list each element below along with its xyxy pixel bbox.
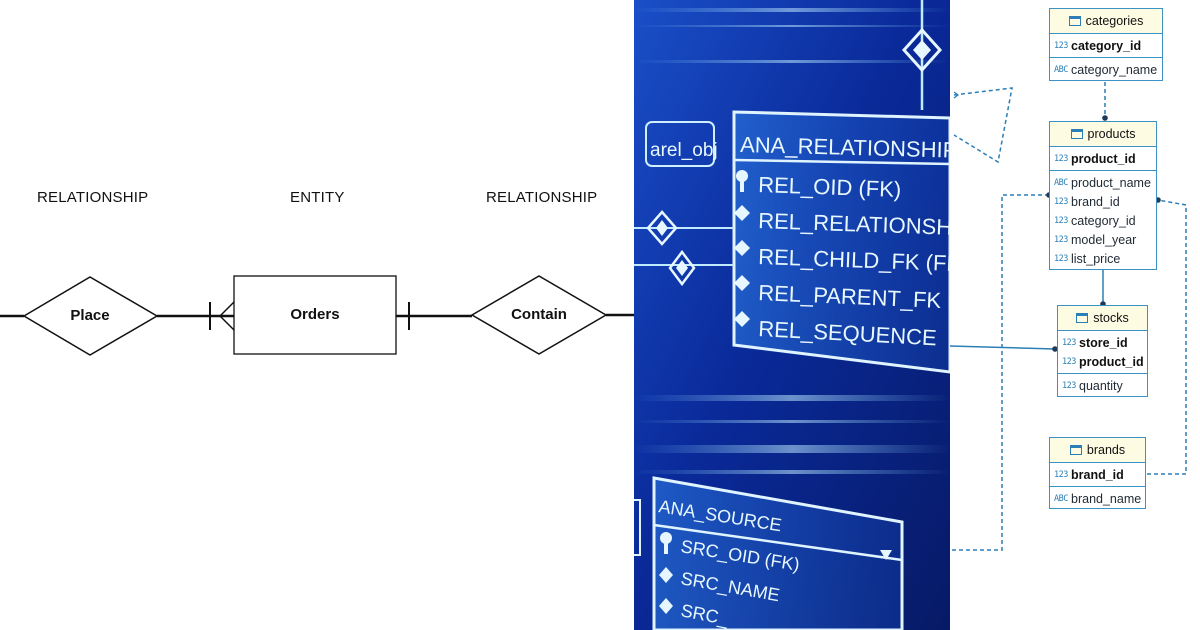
photo-side-label: arel_obj xyxy=(650,140,718,161)
fk-products-left xyxy=(950,194,1049,551)
crowfoot-lower xyxy=(219,315,235,331)
table-categories-title: categories xyxy=(1085,14,1144,28)
table-brands-title: brands xyxy=(1086,443,1126,457)
column-name: product_name xyxy=(1071,175,1151,190)
numeric-key-icon: 123 xyxy=(1054,40,1068,51)
numeric-key-icon: 123 xyxy=(1062,337,1076,348)
column-name: model_year xyxy=(1071,232,1137,247)
column-name: category_id xyxy=(1071,213,1136,228)
numeric-key-icon: 123 xyxy=(1062,356,1076,367)
column-name: store_id xyxy=(1079,335,1128,350)
table-products-title: products xyxy=(1087,127,1136,141)
numeric-key-icon: 123 xyxy=(1054,153,1068,164)
column-name: brand_id xyxy=(1071,467,1124,482)
column-row[interactable]: 123 category_id xyxy=(1050,36,1162,55)
table-icon xyxy=(1070,129,1083,139)
header-relationship-left: RELATIONSHIP xyxy=(37,189,149,206)
schema-diagram-panel: categories 123 category_id ABC category_… xyxy=(950,0,1200,630)
photo-top-field-1: REL_OID (FK) xyxy=(758,172,902,202)
table-icon xyxy=(1069,445,1082,455)
table-stocks-title: stocks xyxy=(1093,311,1129,325)
column-row[interactable]: ABC brand_name xyxy=(1050,486,1145,508)
numeric-key-icon: 123 xyxy=(1054,469,1068,480)
contain-label: Contain xyxy=(511,306,567,323)
column-row[interactable]: 123 category_id xyxy=(1050,211,1156,230)
column-row[interactable]: ABC category_name xyxy=(1050,57,1162,79)
column-name: product_id xyxy=(1071,151,1136,166)
database-screen-photo: arel_obj ANA_RELATIONSHIP REL_OID (FK) R… xyxy=(634,0,950,630)
header-relationship-right: RELATIONSHIP xyxy=(486,189,598,206)
photo-art: arel_obj ANA_RELATIONSHIP REL_OID (FK) R… xyxy=(634,0,950,630)
numeric-type-icon: 123 xyxy=(1054,196,1068,207)
column-name: product_id xyxy=(1079,354,1144,369)
entity-orders[interactable] xyxy=(233,275,397,355)
column-name: quantity xyxy=(1079,378,1123,393)
column-name: category_name xyxy=(1071,62,1158,77)
numeric-type-icon: 123 xyxy=(1054,215,1068,226)
table-stocks[interactable]: stocks 123 store_id 123 product_id 123 q… xyxy=(1057,305,1148,397)
header-entity: ENTITY xyxy=(290,189,345,206)
column-row[interactable]: ABC product_name xyxy=(1050,170,1156,192)
numeric-type-icon: 123 xyxy=(1054,253,1068,264)
column-row[interactable]: 123 brand_id xyxy=(1050,192,1156,211)
fk-top-left xyxy=(953,87,1013,164)
orders-label: Orders xyxy=(290,306,340,323)
table-products-header[interactable]: products xyxy=(1050,122,1156,147)
text-type-icon: ABC xyxy=(1054,493,1068,504)
column-row[interactable]: 123 product_id xyxy=(1050,149,1156,168)
table-products[interactable]: products 123 product_id ABC product_name… xyxy=(1049,121,1157,270)
er-diagram-panel: RELATIONSHIP ENTITY RELATIONSHIP Place O… xyxy=(0,189,634,356)
column-row[interactable]: 123 model_year xyxy=(1050,230,1156,249)
column-name: brand_id xyxy=(1071,194,1120,209)
column-row[interactable]: 123 quantity xyxy=(1058,373,1147,395)
crowfoot-upper xyxy=(219,301,235,317)
schema-connectors xyxy=(950,82,1187,551)
table-icon xyxy=(1076,313,1089,323)
column-row[interactable]: 123 brand_id xyxy=(1050,465,1145,484)
column-name: brand_name xyxy=(1071,491,1142,506)
fk-brands-products xyxy=(1147,199,1187,475)
table-brands[interactable]: brands 123 brand_id ABC brand_name xyxy=(1049,437,1146,509)
numeric-type-icon: 123 xyxy=(1054,234,1068,245)
column-row[interactable]: 123 list_price xyxy=(1050,249,1156,268)
text-type-icon: ABC xyxy=(1054,177,1068,188)
column-row[interactable]: 123 product_id xyxy=(1058,352,1147,371)
table-stocks-header[interactable]: stocks xyxy=(1058,306,1147,331)
column-name: category_id xyxy=(1071,38,1142,53)
table-categories[interactable]: categories 123 category_id ABC category_… xyxy=(1049,8,1163,81)
column-row[interactable]: 123 store_id xyxy=(1058,333,1147,352)
table-brands-header[interactable]: brands xyxy=(1050,438,1145,463)
photo-top-title: ANA_RELATIONSHIP xyxy=(740,132,950,163)
column-name: list_price xyxy=(1071,251,1121,266)
text-type-icon: ABC xyxy=(1054,64,1068,75)
table-categories-header[interactable]: categories xyxy=(1050,9,1162,34)
er-connectors xyxy=(0,275,634,356)
place-label: Place xyxy=(70,307,110,324)
table-icon xyxy=(1068,16,1081,26)
numeric-type-icon: 123 xyxy=(1062,380,1076,391)
